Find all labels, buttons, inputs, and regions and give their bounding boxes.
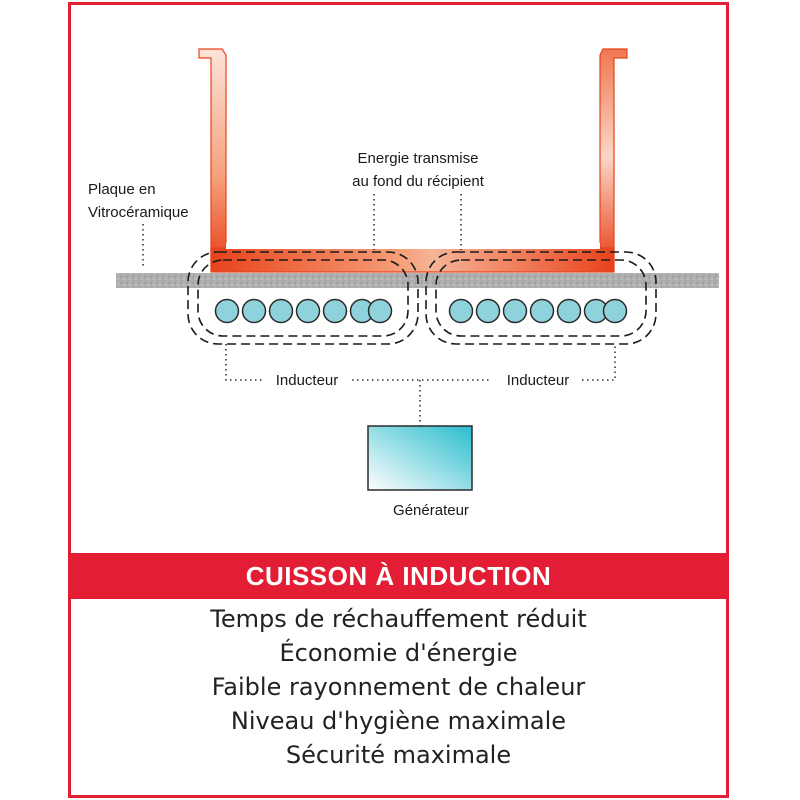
inducteur-label-left: Inducteur [276, 372, 339, 389]
benefits-list: Temps de réchauffement réduit Économie d… [71, 602, 726, 772]
coil-icon [214, 298, 628, 324]
benefit-item: Temps de réchauffement réduit [210, 605, 587, 633]
plaque-label-line2: Vitrocéramique [88, 204, 189, 221]
benefit-item: Économie d'énergie [279, 639, 518, 667]
generator-box-icon [367, 425, 473, 491]
cooking-pot-icon [198, 48, 628, 273]
inducteur-label-right: Inducteur [507, 372, 570, 389]
leader-lines [142, 194, 616, 426]
induction-diagram: Plaque en Vitrocéramique Energie transmi… [88, 48, 719, 519]
energie-label-line1: Energie transmise [358, 150, 479, 167]
field-lines [187, 251, 657, 345]
benefit-item: Sécurité maximale [285, 741, 512, 769]
outer-frame [68, 2, 729, 798]
plaque-label-line1: Plaque en [88, 181, 156, 198]
banner-title: CUISSON À INDUCTION [245, 560, 552, 591]
benefit-item: Niveau d'hygiène maximale [230, 707, 567, 735]
energie-label-line2: au fond du récipient [352, 173, 485, 190]
benefit-item: Faible rayonnement de chaleur [211, 673, 586, 701]
title-banner: CUISSON À INDUCTION [71, 553, 726, 599]
generateur-label: Générateur [393, 502, 469, 519]
